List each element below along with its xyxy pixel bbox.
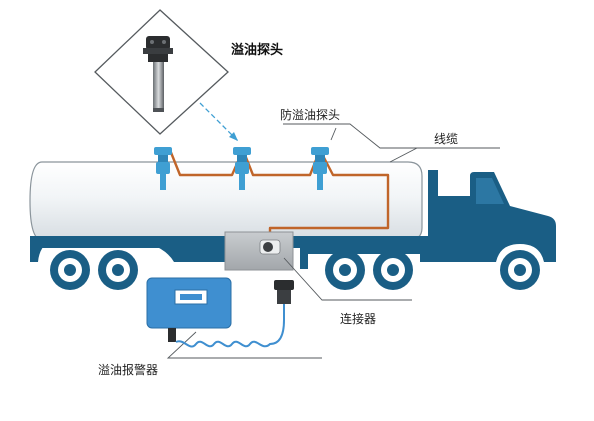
connector-label: 连接器 [340, 312, 377, 326]
probe-1 [154, 147, 172, 190]
leader-lines [166, 123, 500, 359]
tank-trailer [29, 161, 430, 269]
probe-callout [94, 9, 229, 135]
probe-2 [233, 147, 251, 190]
wheel-trailer-1 [50, 250, 90, 290]
wheel-front [500, 250, 540, 290]
wheels [50, 250, 540, 290]
alarm-unit-icon [146, 277, 232, 342]
probe-title-label: 溢油探头 [231, 43, 284, 58]
alarm-coil-cable [175, 280, 294, 348]
wheel-tractor-2 [373, 250, 413, 290]
probe-3 [311, 147, 329, 190]
truck-icon [300, 170, 556, 262]
overflow-probe-image-icon [143, 36, 173, 112]
anti-overflow-probe-label: 防溢油探头 [280, 108, 341, 122]
wheel-tractor-1 [325, 250, 365, 290]
alarm-label: 溢油报警器 [98, 363, 159, 377]
wheel-trailer-2 [98, 250, 138, 290]
connector-box-icon [224, 231, 294, 271]
cable-label: 线缆 [434, 132, 459, 146]
